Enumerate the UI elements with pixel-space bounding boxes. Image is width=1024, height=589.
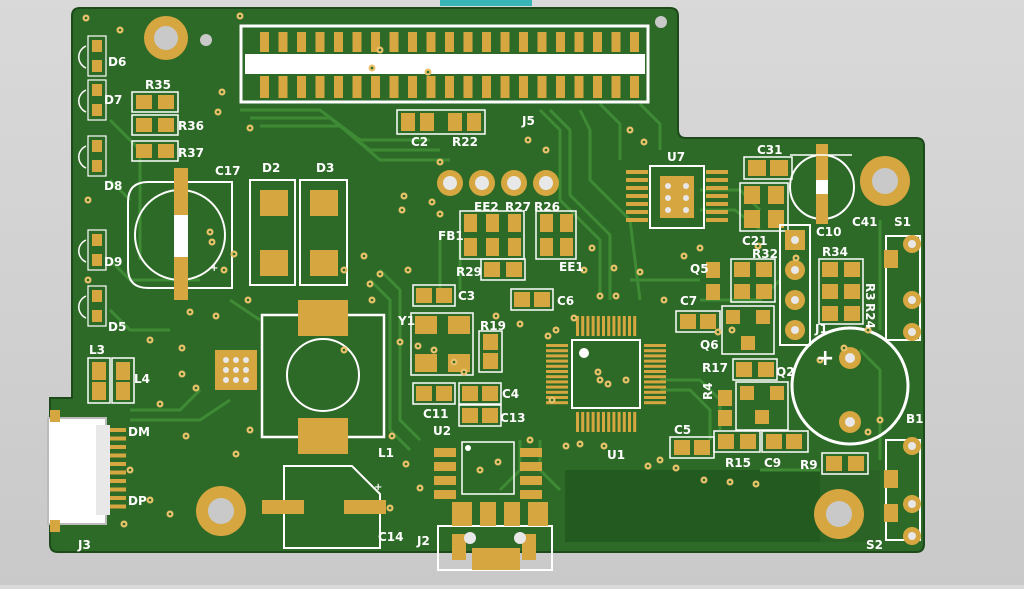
ground-pour bbox=[565, 470, 820, 542]
switch-s1[interactable] bbox=[884, 235, 921, 341]
chip-u1[interactable] bbox=[546, 316, 666, 432]
label-l1: L1 bbox=[378, 446, 394, 460]
header-j5[interactable] bbox=[239, 24, 650, 104]
label-c10: C10 bbox=[816, 225, 842, 239]
usb-connector-j2[interactable] bbox=[437, 502, 553, 571]
label-c5: C5 bbox=[674, 423, 691, 437]
label-d9: D9 bbox=[104, 255, 122, 269]
pads-l3-l4 bbox=[92, 362, 130, 400]
label-c9: C9 bbox=[764, 456, 781, 470]
round-pads-row bbox=[437, 170, 559, 196]
led-column bbox=[78, 35, 107, 327]
label-plus-c14: + bbox=[374, 482, 382, 493]
label-j5: J5 bbox=[521, 114, 535, 128]
label-r35: R35 bbox=[145, 78, 171, 92]
label-r37: R37 bbox=[178, 146, 204, 160]
square-ic bbox=[215, 350, 257, 390]
label-c13: C13 bbox=[500, 411, 526, 425]
label-c2: C2 bbox=[411, 135, 428, 149]
label-c7: C7 bbox=[680, 294, 697, 308]
inductor-l1[interactable] bbox=[260, 300, 386, 454]
chip-u7[interactable] bbox=[626, 165, 728, 229]
label-plus-c17: + bbox=[210, 263, 218, 274]
pads-q2-r17 bbox=[674, 362, 864, 471]
label-r19: R19 bbox=[480, 319, 506, 333]
label-c21: C21 bbox=[742, 234, 768, 248]
label-c14: C14 bbox=[378, 530, 404, 544]
pads-c11-c4-c13 bbox=[416, 386, 498, 423]
label-d2: D2 bbox=[262, 161, 280, 175]
label-ee2: EE2 bbox=[474, 200, 499, 214]
label-r29: R29 bbox=[456, 265, 482, 279]
label-r3: R3 bbox=[863, 283, 877, 301]
label-r24: R24 bbox=[863, 303, 877, 329]
label-j3: J3 bbox=[77, 538, 91, 552]
label-fb1: FB1 bbox=[438, 229, 464, 243]
label-r17: R17 bbox=[702, 361, 728, 375]
pads-c31-c21 bbox=[744, 160, 788, 228]
label-ee1: EE1 bbox=[559, 260, 584, 274]
chip-u2[interactable] bbox=[434, 441, 542, 499]
pads-c2-r22 bbox=[401, 113, 481, 131]
label-dp: DP bbox=[128, 494, 147, 508]
label-dm: DM bbox=[128, 425, 150, 439]
label-r36: R36 bbox=[178, 119, 204, 133]
usb-connector-j3[interactable] bbox=[47, 410, 126, 532]
label-d5: D5 bbox=[108, 320, 126, 334]
label-q2: Q2 bbox=[776, 365, 795, 379]
label-s2: S2 bbox=[866, 538, 883, 552]
label-r4: R4 bbox=[701, 382, 715, 400]
pads-ee-r bbox=[416, 214, 573, 307]
label-d3: D3 bbox=[316, 161, 334, 175]
capacitor-c41[interactable] bbox=[789, 144, 855, 224]
pads-q5-q6 bbox=[680, 262, 770, 350]
label-d7: D7 bbox=[104, 93, 122, 107]
diodes-d2-d3 bbox=[249, 179, 348, 286]
vias bbox=[82, 12, 884, 528]
header-j1[interactable] bbox=[779, 224, 811, 346]
label-s1: S1 bbox=[894, 215, 911, 229]
label-l3: L3 bbox=[89, 343, 105, 357]
label-r9: R9 bbox=[800, 458, 818, 472]
label-r32: R32 bbox=[752, 247, 778, 261]
label-b1: B1 bbox=[906, 412, 924, 426]
buzzer-b1[interactable] bbox=[790, 326, 910, 446]
label-d8: D8 bbox=[104, 179, 122, 193]
label-c6: C6 bbox=[557, 294, 574, 308]
top-connector-tab bbox=[440, 0, 532, 6]
label-u7: U7 bbox=[667, 150, 685, 164]
pads-r32-r34 bbox=[734, 262, 860, 321]
label-r26: R26 bbox=[534, 200, 560, 214]
label-plus-b1: + bbox=[816, 346, 834, 371]
label-l4: L4 bbox=[134, 372, 150, 386]
label-q6: Q6 bbox=[700, 338, 719, 352]
label-r27: R27 bbox=[505, 200, 531, 214]
crystal-y1[interactable] bbox=[415, 316, 498, 372]
label-q5: Q5 bbox=[690, 262, 709, 276]
label-c11: C11 bbox=[423, 407, 449, 421]
label-c3: C3 bbox=[458, 289, 475, 303]
pads-r35-r37 bbox=[136, 95, 174, 158]
label-j2: J2 bbox=[416, 534, 430, 548]
capacitor-c14[interactable] bbox=[262, 465, 386, 549]
label-r34: R34 bbox=[822, 245, 848, 259]
label-y1: Y1 bbox=[397, 314, 415, 328]
label-u1: U1 bbox=[607, 448, 625, 462]
label-c41: C41 bbox=[852, 215, 878, 229]
label-d6: D6 bbox=[108, 55, 126, 69]
label-r22: R22 bbox=[452, 135, 478, 149]
label-u2: U2 bbox=[433, 424, 451, 438]
label-c31: C31 bbox=[757, 143, 783, 157]
mounting-holes bbox=[144, 16, 910, 539]
switch-s2[interactable] bbox=[884, 437, 921, 545]
label-r15: R15 bbox=[725, 456, 751, 470]
silkscreen-labels: D6 D7 D8 D9 D5 R35 R36 R37 C17 D2 D3 L3 … bbox=[77, 55, 924, 552]
capacitor-c17[interactable] bbox=[127, 168, 233, 300]
label-j1: J1 bbox=[814, 322, 828, 336]
label-c4: C4 bbox=[502, 387, 519, 401]
label-c17: C17 bbox=[215, 164, 241, 178]
